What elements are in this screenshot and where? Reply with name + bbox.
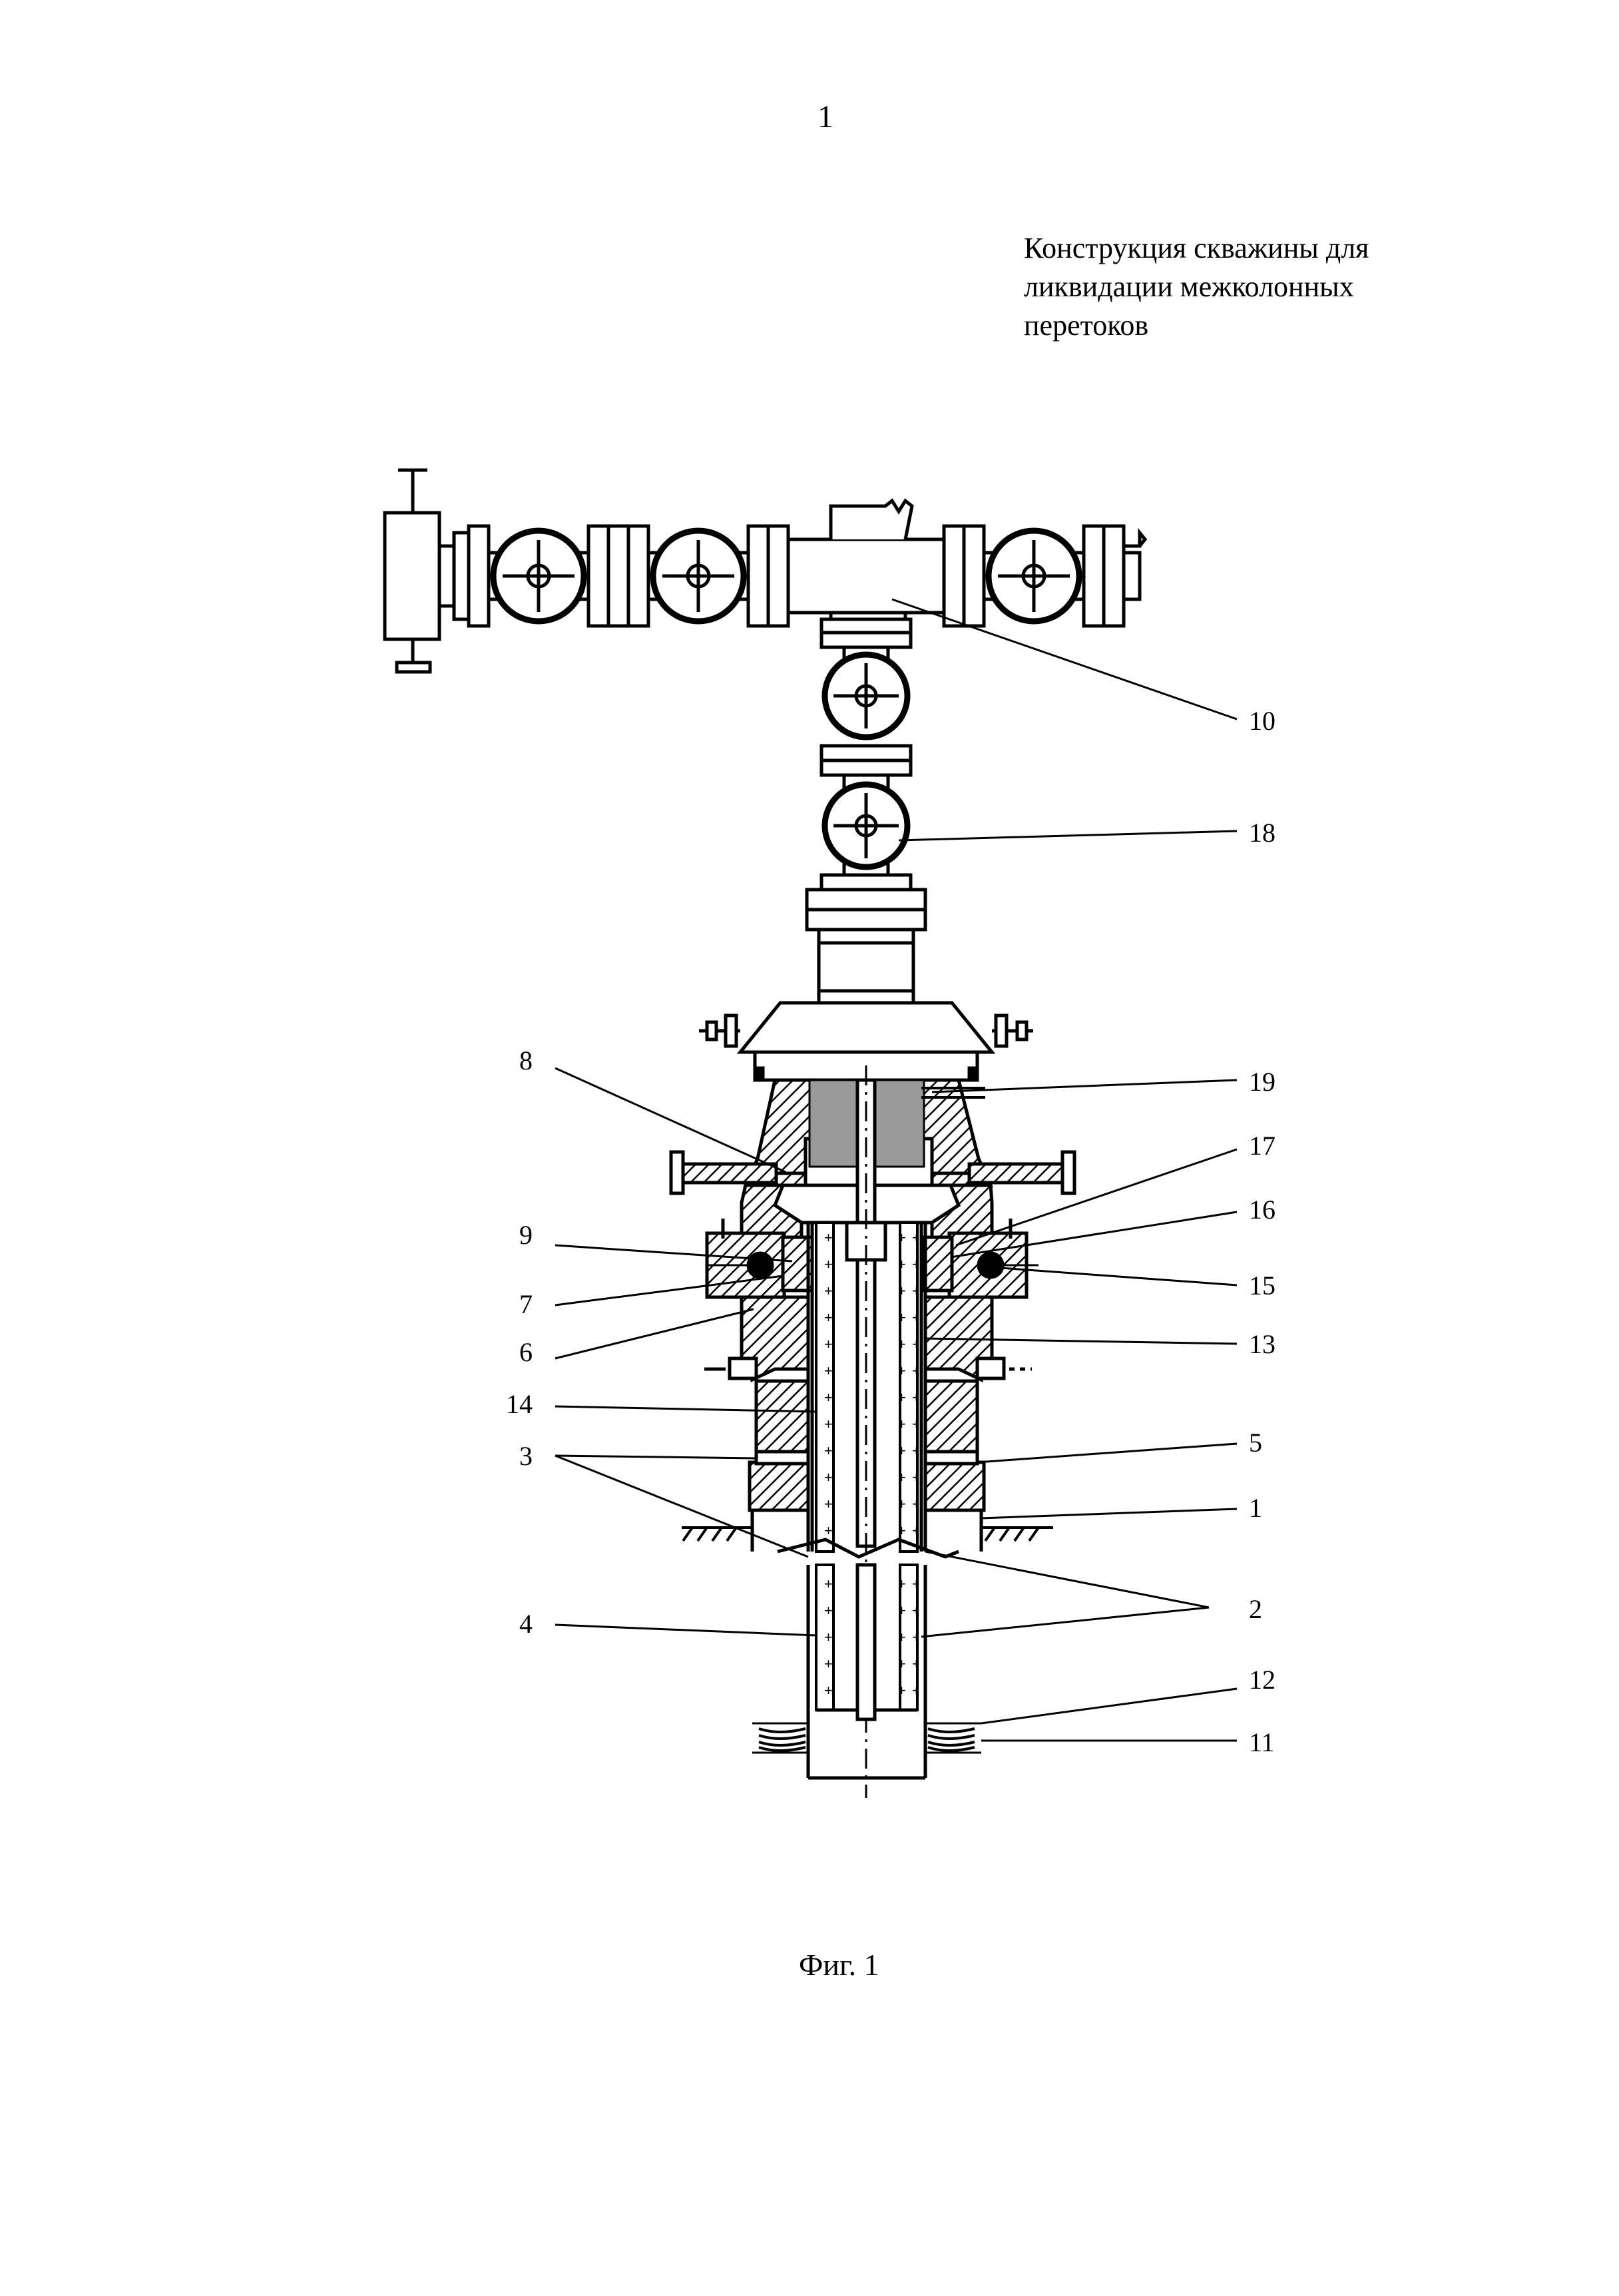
label-17: 17	[1249, 1131, 1275, 1161]
label-4: 4	[519, 1609, 533, 1639]
seal-ring-15	[979, 1253, 1003, 1277]
label-2: 2	[1249, 1594, 1262, 1624]
valve-wheel-2	[653, 531, 744, 621]
label-19: 19	[1249, 1067, 1275, 1097]
seal-ring-9	[748, 1253, 772, 1277]
label-7: 7	[519, 1289, 533, 1319]
label-18: 18	[1249, 818, 1275, 848]
label-13: 13	[1249, 1329, 1275, 1359]
label-5: 5	[1249, 1428, 1262, 1458]
label-11: 11	[1249, 1727, 1275, 1757]
cement-14	[816, 1223, 833, 1552]
valve-wheel-1	[493, 531, 584, 621]
label-10: 10	[1249, 706, 1275, 736]
valve-wheel-18	[825, 784, 907, 867]
label-9: 9	[519, 1220, 533, 1250]
label-8: 8	[519, 1045, 533, 1075]
label-6: 6	[519, 1337, 533, 1367]
label-15: 15	[1249, 1271, 1275, 1300]
figure-caption: Фиг. 1	[799, 1947, 879, 1982]
label-3: 3	[519, 1441, 533, 1471]
label-1: 1	[1249, 1493, 1262, 1523]
valve-wheel-3	[989, 531, 1079, 621]
label-16: 16	[1249, 1195, 1275, 1225]
label-14: 14	[506, 1389, 533, 1419]
packer-16	[923, 1237, 952, 1291]
label-12: 12	[1249, 1665, 1275, 1695]
valve-wheel-4	[825, 655, 907, 737]
